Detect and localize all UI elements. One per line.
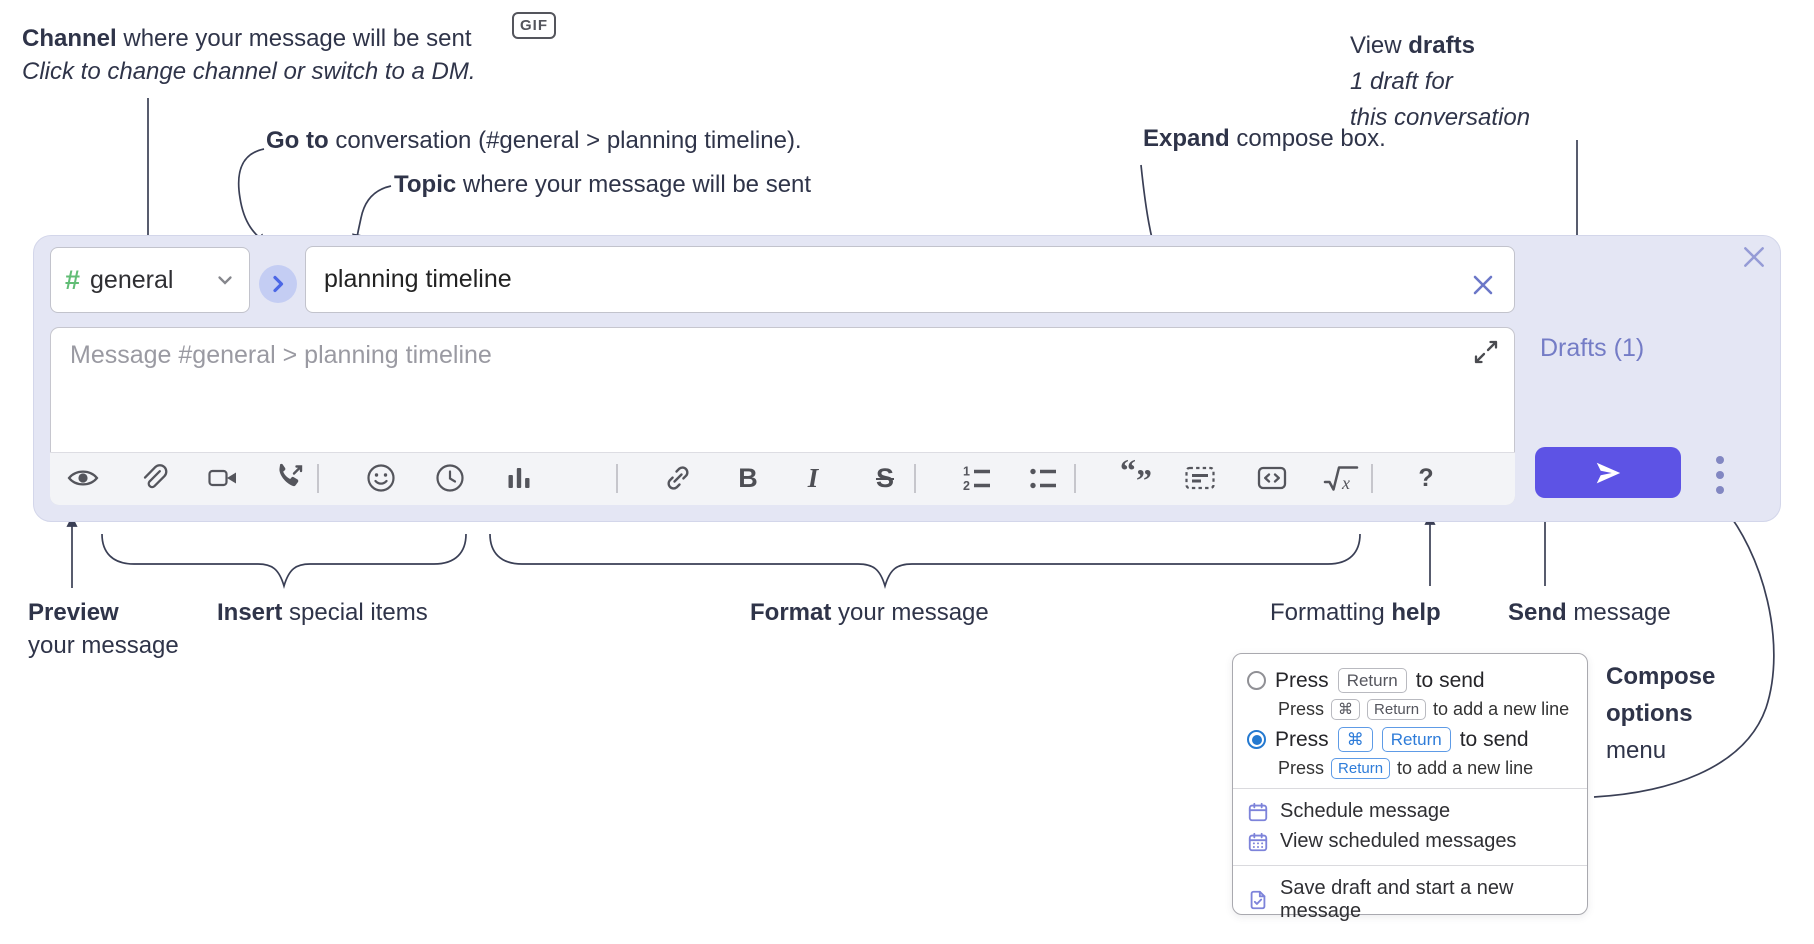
message-input[interactable] <box>50 327 1515 451</box>
toolbar-divider <box>317 464 319 493</box>
annotation-channel: Channel where your message will be sent … <box>22 25 476 85</box>
channel-name: general <box>90 265 174 294</box>
spoiler-icon[interactable] <box>1184 462 1216 494</box>
send-button[interactable] <box>1535 447 1681 498</box>
radio-unchecked-icon[interactable] <box>1247 671 1266 690</box>
kbd-return: Return <box>1381 727 1451 752</box>
menu-item-schedule-message[interactable]: Schedule message <box>1233 797 1587 827</box>
paperclip-icon[interactable] <box>137 462 169 494</box>
toolbar-divider <box>914 464 916 493</box>
attach-file-icon[interactable] <box>87 462 119 494</box>
format-brace <box>489 533 1361 590</box>
menu-option-cmd-enter-sends[interactable]: Press ⌘ Return to send <box>1233 725 1587 754</box>
link-icon[interactable] <box>662 462 694 494</box>
drafts-link[interactable]: Drafts (1) <box>1540 334 1645 362</box>
annotation-goto: Go to conversation (#general > planning … <box>266 127 802 154</box>
menu-option-enter-sends-sub: Press ⌘ Return to add a new line <box>1278 698 1570 720</box>
topic-input[interactable] <box>305 246 1515 313</box>
quote-icon[interactable]: “” <box>1120 459 1156 493</box>
compose-options-menu: Press Return to send Press ⌘ Return to a… <box>1232 653 1588 922</box>
channel-selector[interactable]: # general <box>50 247 250 313</box>
annotation-preview: Preview your message <box>28 599 179 659</box>
menu-divider <box>1233 865 1587 866</box>
annotation-insert: Insert special items <box>217 599 428 626</box>
compose-toolbar <box>50 452 1515 505</box>
kbd-return: Return <box>1337 668 1407 693</box>
emoji-icon[interactable] <box>365 462 397 494</box>
annotation-formatting-help: Formatting help <box>1270 599 1441 626</box>
calendar-days-icon <box>1247 831 1269 853</box>
italic-icon[interactable]: I <box>807 462 819 493</box>
audio-call-icon[interactable] <box>274 462 306 494</box>
clear-topic-icon[interactable] <box>1468 270 1498 300</box>
toolbar-divider <box>616 464 618 493</box>
annotation-format: Format your message <box>750 599 989 626</box>
video-call-icon[interactable] <box>207 462 239 494</box>
expand-compose-icon[interactable] <box>1472 338 1500 366</box>
code-icon[interactable] <box>1256 462 1288 494</box>
go-to-conversation-button[interactable] <box>259 265 297 303</box>
kbd-return: Return <box>1367 698 1427 720</box>
annotation-view-drafts: View drafts 1 draft for this conversatio… <box>1350 32 1531 131</box>
draft-file-check-icon <box>1247 889 1269 911</box>
chevron-down-icon <box>215 270 235 290</box>
toolbar-divider <box>1074 464 1076 493</box>
strikethrough-icon[interactable]: S <box>875 462 894 493</box>
close-compose-icon[interactable] <box>1740 243 1768 271</box>
message-formatting-help-icon[interactable]: ? <box>1418 463 1434 492</box>
goto-arrow <box>237 148 268 245</box>
menu-item-save-draft[interactable]: Save draft and start a new message <box>1233 874 1587 927</box>
annotation-expand: Expand compose box. <box>1143 125 1386 152</box>
svg-text:1: 1 <box>963 465 970 479</box>
chevron-right-icon <box>268 274 288 294</box>
insert-brace <box>101 533 467 590</box>
compose-options-button[interactable] <box>1704 452 1736 498</box>
math-icon[interactable]: x <box>1323 462 1361 494</box>
time-icon[interactable] <box>434 462 466 494</box>
preview-eye-icon[interactable] <box>67 462 99 494</box>
menu-divider <box>1233 788 1587 789</box>
kbd-return: Return <box>1331 757 1391 779</box>
svg-text:x: x <box>1341 473 1350 493</box>
svg-text:”: ” <box>1136 462 1152 493</box>
calendar-icon <box>1247 801 1269 823</box>
bold-icon[interactable]: B <box>738 462 758 493</box>
paper-plane-icon <box>1593 458 1623 488</box>
bulleted-list-icon[interactable] <box>1027 462 1059 494</box>
quote-icon[interactable] <box>1070 462 1104 494</box>
radio-checked-icon[interactable] <box>1247 730 1266 749</box>
svg-text:2: 2 <box>963 479 970 493</box>
toolbar-divider <box>1371 464 1373 493</box>
kbd-cmd: ⌘ <box>1337 727 1373 752</box>
menu-item-view-scheduled[interactable]: View scheduled messages <box>1233 827 1587 857</box>
annotation-send: Send message <box>1508 599 1671 626</box>
poll-icon[interactable] <box>503 462 535 494</box>
svg-text:“: “ <box>1120 459 1136 488</box>
gif-icon[interactable]: GIF <box>512 12 556 39</box>
menu-option-cmd-enter-sends-sub: Press Return to add a new line <box>1278 757 1534 779</box>
kbd-cmd: ⌘ <box>1331 698 1361 720</box>
annotation-compose-options: Compose options menu <box>1606 663 1716 764</box>
annotation-topic: Topic where your message will be sent <box>394 171 812 198</box>
menu-option-enter-sends[interactable]: Press Return to send <box>1233 666 1587 695</box>
channel-hash-icon: # <box>65 264 81 295</box>
